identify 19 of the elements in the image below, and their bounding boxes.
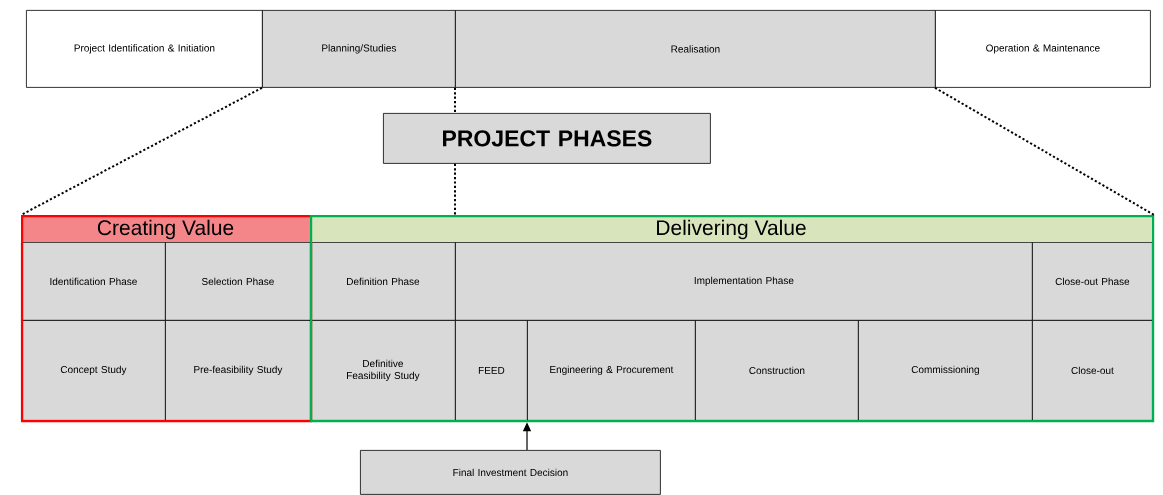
phase-box: Close-out bbox=[1032, 320, 1153, 421]
phase-box: FEED bbox=[455, 320, 528, 421]
phase-box: Concept Study bbox=[21, 320, 166, 421]
phase-box: Selection Phase bbox=[165, 242, 311, 321]
phase-box: Planning/Studies bbox=[262, 10, 456, 88]
phase-box: Construction bbox=[695, 320, 859, 421]
title-box: PROJECT PHASES bbox=[383, 113, 711, 164]
connector-line bbox=[934, 86, 1156, 216]
phase-box: Operation & Maintenance bbox=[935, 10, 1151, 88]
phase-box: Project Identification & Initiation bbox=[26, 10, 263, 88]
phase-box: Commissioning bbox=[858, 320, 1033, 421]
connector-line bbox=[454, 86, 456, 114]
phase-box: Identification Phase bbox=[21, 242, 166, 321]
phase-box: Close-out Phase bbox=[1032, 242, 1153, 321]
phase-box: Pre-feasibility Study bbox=[165, 320, 311, 421]
phase-box: Final Investment Decision bbox=[360, 450, 661, 495]
connector-line bbox=[454, 162, 456, 216]
connector-line bbox=[20, 86, 263, 216]
phase-box: Definition Phase bbox=[310, 242, 456, 321]
